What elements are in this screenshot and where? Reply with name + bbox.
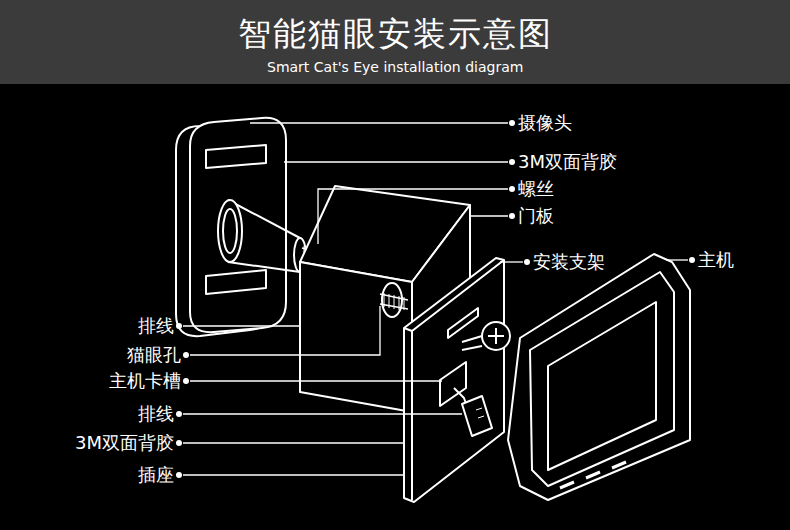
diagram-title: 智能猫眼安装示意图 [238, 14, 553, 54]
part-label: 安装支架 [533, 251, 605, 273]
part-label: 猫眼孔 [127, 344, 181, 366]
part-label: 摄像头 [518, 112, 572, 134]
part-label: 排线 [138, 403, 174, 425]
part-label: 插座 [138, 464, 174, 486]
part-label: 排线 [138, 315, 174, 337]
part-label: 3M双面背胶 [75, 432, 174, 454]
part-label: 主机 [698, 249, 734, 271]
subtitle: Smart Cat's Eye installation diagram [267, 59, 523, 76]
part-label: 3M双面背胶 [518, 151, 617, 173]
part-label: 螺丝 [518, 178, 554, 200]
part-label: 门板 [518, 205, 554, 227]
part-label: 主机卡槽 [109, 370, 181, 392]
